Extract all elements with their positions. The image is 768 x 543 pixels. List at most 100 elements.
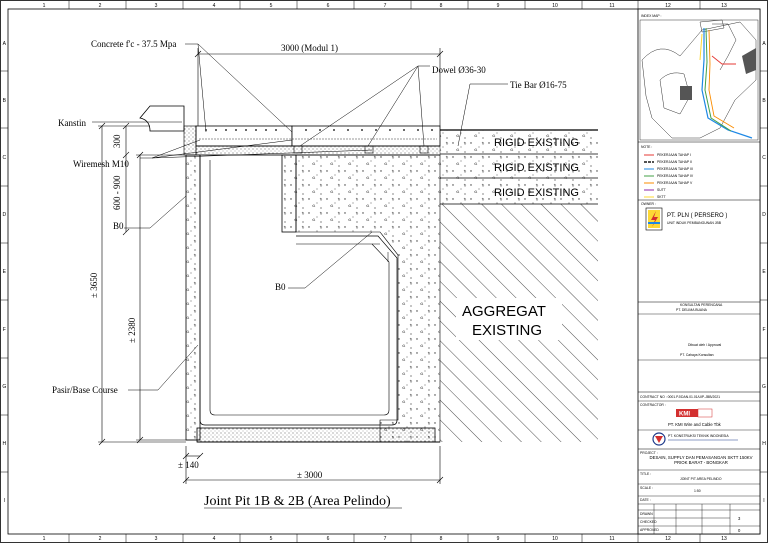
dowel-marker <box>293 145 303 154</box>
contract-no: CONTRACT NO : 0001.PJ/DAN.01.01/UIP-JBB/… <box>640 395 720 399</box>
leader-lines <box>92 43 508 391</box>
row-label: I <box>4 498 5 504</box>
grid-labels: 1 2 3 4 5 6 7 8 9 10 11 12 13 1 2 3 4 5 … <box>2 3 766 542</box>
dim-3000: ± 3000 <box>297 470 323 480</box>
svg-text:KMI: KMI <box>679 412 690 418</box>
approved-label: APPROVED <box>640 528 659 532</box>
label-wiremesh: Wiremesh M10 <box>73 159 129 169</box>
dim-300: 300 <box>112 134 122 148</box>
col-label: 10 <box>552 536 558 542</box>
cover-slab-left <box>195 125 293 147</box>
label-concrete: Concrete f'c - 37.5 Mpa <box>91 39 176 49</box>
contractor-name: PT. KMI Wire and Cable Tbk <box>668 422 722 427</box>
title-value: JOINT PIT AREA PELINDO <box>680 477 722 481</box>
legend: PEKERJAAN TAHAP I PEKERJAAN TAHAP II PEK… <box>644 153 694 199</box>
dim-140: ± 140 <box>178 460 199 470</box>
col-label: 5 <box>270 536 273 542</box>
col-label: 12 <box>665 3 671 9</box>
project-name: DESAIN, SUPPLY DAN PEMASANGAN SKTT 150KV… <box>649 455 753 466</box>
col-label: 2 <box>99 536 102 542</box>
row-label: C <box>762 155 766 161</box>
scale-label: SCALE : <box>640 486 653 490</box>
row-label: G <box>2 384 6 390</box>
dimension-lines <box>98 48 444 484</box>
approval-label: Dibuat oleh / Approval <box>688 343 721 347</box>
row-label: G <box>762 384 766 390</box>
row-label: B <box>3 98 7 104</box>
drawing-title: Joint Pit 1B & 2B (Area Pelindo) <box>204 494 391 509</box>
date-label: DATE : <box>640 498 651 502</box>
consultant-name: PT. DELIMA BUANA <box>676 308 708 312</box>
col-label: 13 <box>721 536 727 542</box>
rigid-layers <box>440 130 598 204</box>
row-label: D <box>762 212 766 218</box>
legend-item: SUTT <box>657 188 666 192</box>
slab-rebar <box>205 129 433 131</box>
drawn-label: DRAWN <box>640 512 653 516</box>
row-label: B <box>762 98 766 104</box>
approval-name: PT. Cahaya Konsultan <box>680 353 714 357</box>
col-label: 3 <box>155 536 158 542</box>
label-tiebar: Tie Bar Ø16-75 <box>510 80 567 90</box>
label-b0-right: B0 <box>275 282 286 292</box>
row-label: F <box>762 327 765 333</box>
cover-slab-right <box>291 125 441 147</box>
revision: 0 <box>738 528 741 533</box>
label-aggregat: AGGREGAT <box>462 303 546 320</box>
label-b0-left: B0 <box>113 221 124 231</box>
pit-inner-outline <box>199 155 398 426</box>
dim-2380: ± 2380 <box>127 317 137 343</box>
col-label: 10 <box>552 3 558 9</box>
dim-600-900: 600 - 900 <box>112 175 122 210</box>
col-label: 6 <box>327 536 330 542</box>
col-label: 1 <box>43 536 46 542</box>
row-label: C <box>2 155 6 161</box>
owner-label: OWNER : <box>641 202 656 206</box>
col-label: 5 <box>270 3 273 9</box>
right-wall-upper <box>281 154 297 233</box>
index-map <box>639 19 759 141</box>
col-label: 11 <box>609 536 614 542</box>
dim-3650: ± 3650 <box>89 272 99 298</box>
contractor2-name: PT. KONSTRUKSI TEKNIK INDONESIA <box>668 434 729 438</box>
col-label: 13 <box>721 3 727 9</box>
col-label: 12 <box>665 536 671 542</box>
legend-item: PEKERJAAN TAHAP III <box>657 167 693 171</box>
title-label: TITLE : <box>640 472 651 476</box>
legend-item: SKTT <box>657 195 666 199</box>
label-rigid-3: RIGID EXISTING <box>494 187 579 199</box>
col-label: 2 <box>99 3 102 9</box>
label-module: 3000 (Modul 1) <box>281 43 338 53</box>
legend-item: PEKERJAAN TAHAP IV <box>657 174 694 178</box>
label-existing: EXISTING <box>472 322 542 339</box>
contractor-label: CONTRACTOR : <box>640 403 666 407</box>
dowel-marker <box>364 145 374 154</box>
label-dowel: Dowel Ø36-30 <box>432 65 486 75</box>
col-label: 7 <box>384 3 387 9</box>
project-label: PROJECT : <box>640 451 658 455</box>
base-course <box>196 427 436 443</box>
left-wall <box>185 154 201 441</box>
label-kanstin: Kanstin <box>58 118 86 128</box>
sheet-number: 3 <box>738 516 741 521</box>
pln-logo <box>645 207 663 231</box>
consultant-label: KONSULTAN PERENCANA <box>680 303 723 307</box>
col-label: 9 <box>497 536 500 542</box>
legend-item: PEKERJAAN TAHAP I <box>657 153 691 157</box>
kanstin-curb <box>139 105 185 132</box>
col-label: 1 <box>43 3 46 9</box>
col-label: 4 <box>213 3 216 9</box>
checked-label: CHECKED <box>640 520 657 524</box>
row-label: I <box>763 498 764 504</box>
col-label: 8 <box>440 536 443 542</box>
kmi-logo: KMI <box>676 408 713 418</box>
row-label: D <box>2 212 6 218</box>
col-label: 9 <box>497 3 500 9</box>
row-label: A <box>762 41 766 47</box>
note-label: NOTE : <box>641 145 652 149</box>
col-label: 6 <box>327 3 330 9</box>
contractor2-logo <box>652 432 666 446</box>
index-map-label: INDEX MAP : <box>641 14 662 18</box>
owner-sub: UNIT INDUK PEMBANGUNAN JBB <box>667 221 722 225</box>
